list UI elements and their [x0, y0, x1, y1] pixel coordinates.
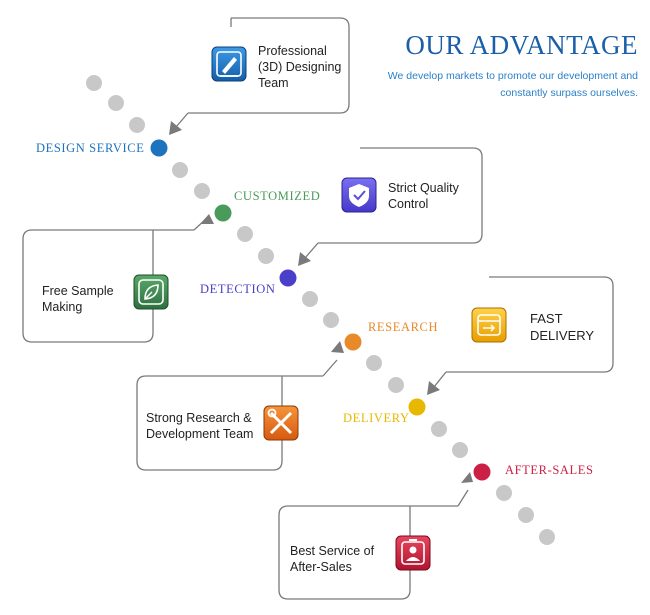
id-badge-icon: [395, 535, 431, 571]
advantage-text-quality: Strict Quality Control: [388, 181, 459, 211]
callout-box-research: [136, 375, 323, 471]
path-dots: [86, 75, 555, 545]
stage-label-delivery: DELIVERY: [343, 411, 410, 425]
stage-dot-design-service: [150, 139, 168, 157]
shield-check-icon: [341, 177, 377, 213]
page-title: OUR ADVANTAGE: [405, 30, 638, 60]
advantage-text-after-sales: Best Service of After-Sales: [290, 544, 375, 574]
stage-dot-after-sales: [473, 463, 491, 481]
arrowheads: [169, 121, 473, 483]
pencil-icon: [211, 46, 247, 82]
leaf-icon: [133, 274, 169, 310]
stage-dot-delivery: [408, 398, 426, 416]
stage-dot-detection: [279, 269, 297, 287]
callout-box-after-sales: [278, 505, 458, 600]
stage-label-research: RESEARCH: [368, 320, 439, 334]
advantage-text-research: Strong Research & Development Team: [146, 411, 254, 441]
advantage-text-free-sample: Free Sample Making: [42, 284, 114, 314]
callout-box-quality: [318, 147, 483, 244]
tools-icon: [263, 405, 299, 441]
stage-dot-customized: [214, 204, 232, 222]
advantage-text-professional: Professional (3D) Designing Team: [258, 44, 342, 90]
stage-dot-research: [344, 333, 362, 351]
callout-box-free-sample: [22, 229, 194, 343]
box-arrow-icon: [471, 307, 507, 343]
page-subtitle: We develop markets to promote our develo…: [387, 70, 638, 99]
stage-label-customized: CUSTOMIZED: [234, 189, 321, 203]
stage-label-after-sales: AFTER-SALES: [505, 463, 594, 477]
callout-box-delivery: [446, 276, 614, 373]
advantage-text-delivery: FAST DELIVERY: [530, 311, 595, 343]
stage-label-detection: DETECTION: [200, 282, 276, 296]
callout-box-professional: [188, 17, 350, 114]
stage-label-design-service: DESIGN SERVICE: [36, 141, 145, 155]
